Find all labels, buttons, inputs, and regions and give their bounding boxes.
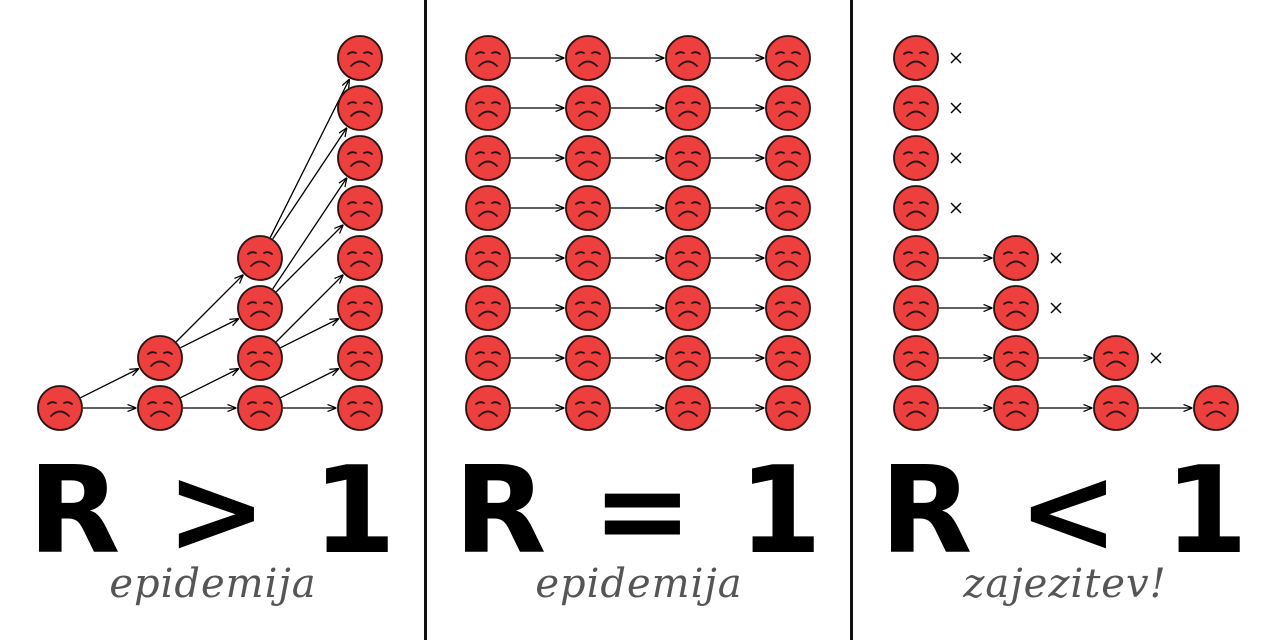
- sad-face-icon: [665, 335, 711, 381]
- sad-face-icon: [337, 85, 383, 131]
- sad-face-icon: [237, 235, 283, 281]
- sad-face-icon: [565, 135, 611, 181]
- caption-epidemic: epidemija: [535, 561, 743, 607]
- sad-face-icon: [765, 335, 811, 381]
- sad-face-icon: [765, 185, 811, 231]
- sad-face-icon: [565, 385, 611, 431]
- sad-face-icon: [1093, 385, 1139, 431]
- sad-face-icon: [665, 285, 711, 331]
- sad-face-icon: [1093, 335, 1139, 381]
- formula-r-greater-than-1: R > 1: [28, 442, 398, 581]
- sad-face-icon: [893, 35, 939, 81]
- transmission-arrow: [280, 369, 339, 399]
- cross-icon: [1050, 252, 1062, 264]
- sad-face-icon: [665, 185, 711, 231]
- sad-face-icon: [665, 85, 711, 131]
- transmission-arrow: [272, 178, 347, 290]
- formula-r-less-than-1: R < 1: [880, 442, 1250, 581]
- sad-face-icon: [665, 385, 711, 431]
- sad-face-icon: [665, 235, 711, 281]
- sad-face-icon: [337, 185, 383, 231]
- sad-face-icon: [565, 285, 611, 331]
- sad-face-icon: [137, 335, 183, 381]
- sad-face-icon: [337, 135, 383, 181]
- cross-icon: [1050, 302, 1062, 314]
- sad-face-icon: [893, 335, 939, 381]
- sad-face-icon: [993, 285, 1039, 331]
- transmission-arrow: [280, 319, 339, 349]
- sad-face-icon: [137, 385, 183, 431]
- cross-icon: [950, 202, 962, 214]
- sad-face-icon: [337, 335, 383, 381]
- transmission-arrow: [275, 225, 343, 293]
- sad-face-icon: [893, 85, 939, 131]
- sad-face-icon: [465, 85, 511, 131]
- panel-divider: [424, 0, 427, 640]
- formula-r-equals-1: R = 1: [454, 442, 824, 581]
- transmission-arrow: [80, 369, 139, 399]
- sad-face-icon: [565, 335, 611, 381]
- sad-face-icon: [37, 385, 83, 431]
- cross-icon: [950, 152, 962, 164]
- sad-face-icon: [565, 185, 611, 231]
- sad-face-icon: [337, 235, 383, 281]
- sad-face-icon: [893, 385, 939, 431]
- sad-face-icon: [337, 35, 383, 81]
- sad-face-icon: [565, 85, 611, 131]
- sad-face-icon: [337, 385, 383, 431]
- sad-face-icon: [765, 35, 811, 81]
- sad-face-icon: [665, 135, 711, 181]
- caption-epidemic: epidemija: [109, 561, 317, 607]
- cross-icon: [950, 102, 962, 114]
- sad-face-icon: [465, 135, 511, 181]
- cross-icon: [950, 52, 962, 64]
- transmission-arrow: [275, 275, 343, 343]
- sad-face-icon: [565, 35, 611, 81]
- sad-face-icon: [237, 335, 283, 381]
- sad-face-icon: [665, 35, 711, 81]
- sad-face-icon: [237, 285, 283, 331]
- sad-face-icon: [465, 285, 511, 331]
- sad-face-icon: [893, 285, 939, 331]
- sad-face-icon: [565, 235, 611, 281]
- transmission-arrow: [180, 369, 239, 399]
- sad-face-icon: [337, 285, 383, 331]
- sad-face-icon: [765, 85, 811, 131]
- sad-face-icon: [465, 335, 511, 381]
- sad-face-icon: [765, 385, 811, 431]
- transmission-arrow: [269, 79, 349, 238]
- cross-icon: [1150, 352, 1162, 364]
- sad-face-icon: [893, 135, 939, 181]
- transmission-arrow: [272, 128, 347, 240]
- sad-face-icon: [465, 185, 511, 231]
- sad-face-icon: [465, 35, 511, 81]
- sad-face-icon: [465, 385, 511, 431]
- sad-face-icon: [765, 135, 811, 181]
- caption-containment: zajezitev!: [963, 561, 1167, 607]
- sad-face-icon: [993, 385, 1039, 431]
- sad-face-icon: [465, 235, 511, 281]
- sad-face-icon: [237, 385, 283, 431]
- sad-face-icon: [1193, 385, 1239, 431]
- transmission-arrow: [180, 319, 239, 349]
- sad-face-icon: [993, 335, 1039, 381]
- sad-face-icon: [765, 285, 811, 331]
- sad-face-icon: [765, 235, 811, 281]
- sad-face-icon: [893, 235, 939, 281]
- transmission-arrow: [175, 275, 243, 343]
- sad-face-icon: [993, 235, 1039, 281]
- sad-face-icon: [893, 185, 939, 231]
- panel-divider: [850, 0, 853, 640]
